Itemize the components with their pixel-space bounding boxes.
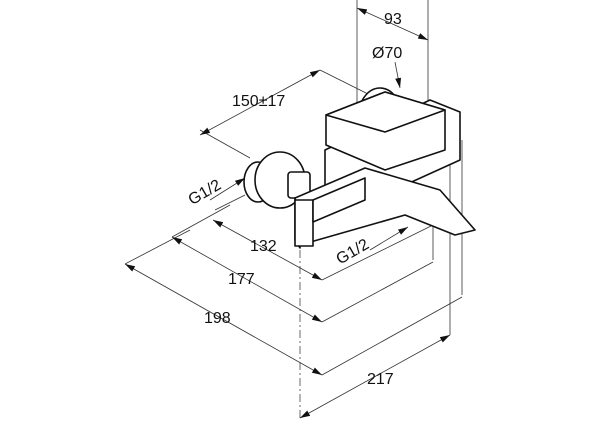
dimension-lines xyxy=(124,7,451,419)
label-198: 198 xyxy=(204,310,231,327)
label-217: 217 xyxy=(367,371,394,388)
label-132: 132 xyxy=(250,238,277,255)
label-150: 150±17 xyxy=(232,93,285,110)
label-spout-thread: G1/2 xyxy=(334,236,373,268)
label-177: 177 xyxy=(228,271,255,288)
label-diameter-70: Ø70 xyxy=(372,45,402,62)
faucet-illustration xyxy=(243,87,476,249)
label-inlet-thread: G1/2 xyxy=(186,177,225,209)
label-93: 93 xyxy=(384,11,402,28)
